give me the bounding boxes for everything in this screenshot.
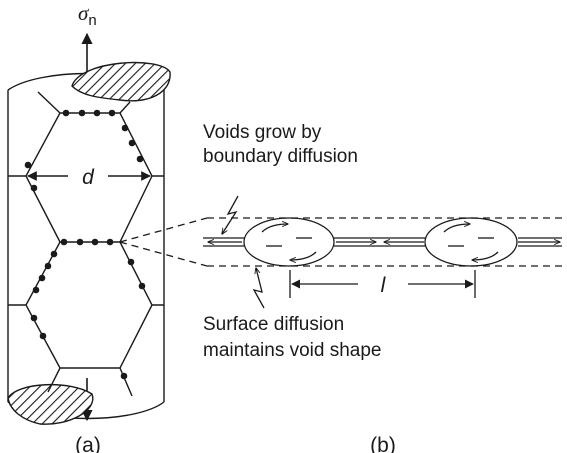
- spacing-label: l: [381, 274, 387, 297]
- top-section-hatch: [71, 61, 171, 102]
- void-dot: [128, 139, 136, 147]
- void-dot: [76, 238, 84, 246]
- note-top-line1: Voids grow by: [203, 122, 322, 143]
- stress-symbol: σ: [78, 1, 90, 25]
- void-dot: [136, 155, 144, 163]
- void-dot: [24, 161, 32, 169]
- void-dot: [106, 238, 114, 246]
- void-dot: [62, 109, 70, 117]
- panel-b-label: (b): [370, 434, 396, 453]
- cylinder-outline: [7, 90, 165, 402]
- void-dot: [138, 282, 146, 290]
- void-dot: [30, 314, 38, 322]
- note-bottom-line1: Surface diffusion: [203, 314, 344, 335]
- note-top-line2: boundary diffusion: [203, 146, 358, 167]
- void-1: [243, 217, 335, 267]
- grain-size-label: d: [82, 166, 95, 189]
- void-dot: [30, 184, 38, 192]
- void-dot: [38, 274, 46, 282]
- boundary-voids: [24, 109, 146, 380]
- stress-subscript: n: [88, 12, 96, 29]
- void-dot: [32, 286, 40, 294]
- void-dot: [60, 238, 68, 246]
- boundary-detail: [119, 195, 562, 309]
- panel-a-label: (a): [75, 434, 101, 453]
- leader-bottom: [252, 268, 265, 309]
- projection-line-lower: [119, 241, 208, 267]
- void-dot: [39, 332, 47, 340]
- void-2: [424, 217, 518, 267]
- void-dot: [108, 109, 116, 117]
- bottom-section-hatch: [7, 384, 94, 425]
- stress-label: σn: [78, 1, 97, 29]
- projection-line-upper: [119, 217, 208, 243]
- leader-top: [222, 195, 239, 234]
- grain-boundaries: [8, 91, 164, 397]
- void-dot: [44, 262, 52, 270]
- void-dot: [78, 109, 86, 117]
- void-dot: [127, 258, 135, 266]
- void-dot: [50, 250, 58, 258]
- void-dot: [93, 109, 101, 117]
- specimen: [7, 32, 171, 425]
- grain-boundary-plane: [203, 237, 562, 247]
- void-dot: [120, 372, 128, 380]
- void-dot: [121, 124, 129, 132]
- note-bottom-line2: maintains void shape: [203, 340, 382, 361]
- void-dot: [91, 238, 99, 246]
